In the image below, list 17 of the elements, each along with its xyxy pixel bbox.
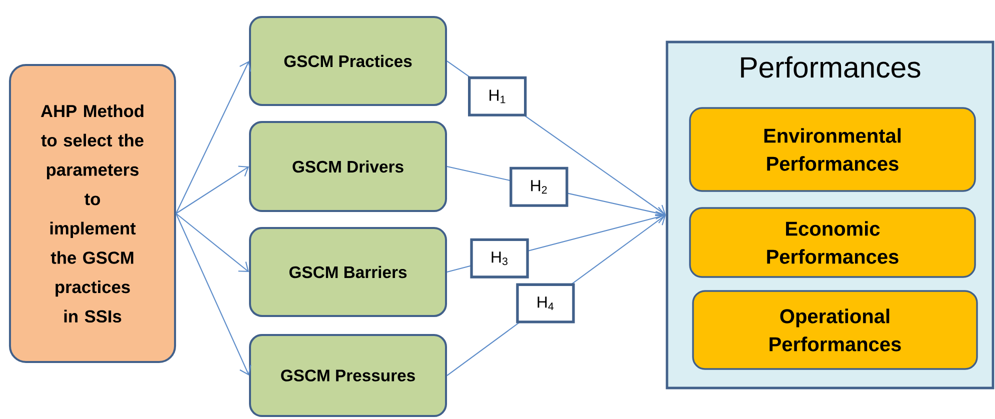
performance-box: Economic Performances	[689, 207, 976, 278]
edge-label: H$_{4}$	[538, 296, 554, 310]
arrow	[176, 61, 252, 214]
performance-box: Environmental Performances	[689, 107, 976, 192]
factor-box: GSCM Practices	[249, 16, 447, 106]
arrow	[176, 166, 249, 214]
factor-box: GSCM Pressures	[249, 334, 447, 418]
factor-box: GSCM Drivers	[249, 120, 447, 212]
edge-label: H$_{1}$	[490, 90, 506, 104]
panel-title: Performances	[741, 56, 920, 78]
method-box: AHP Method to select the parameters to implement the GSCM practices in SSIs	[8, 64, 176, 364]
performance-box: Operational Performances	[692, 290, 978, 370]
edge-label: H$_{2}$	[531, 180, 547, 194]
arrow	[176, 213, 252, 376]
factor-box: GSCM Barriers	[249, 227, 447, 317]
edge-label: H$_{3}$	[492, 252, 508, 266]
arrow	[176, 213, 249, 272]
